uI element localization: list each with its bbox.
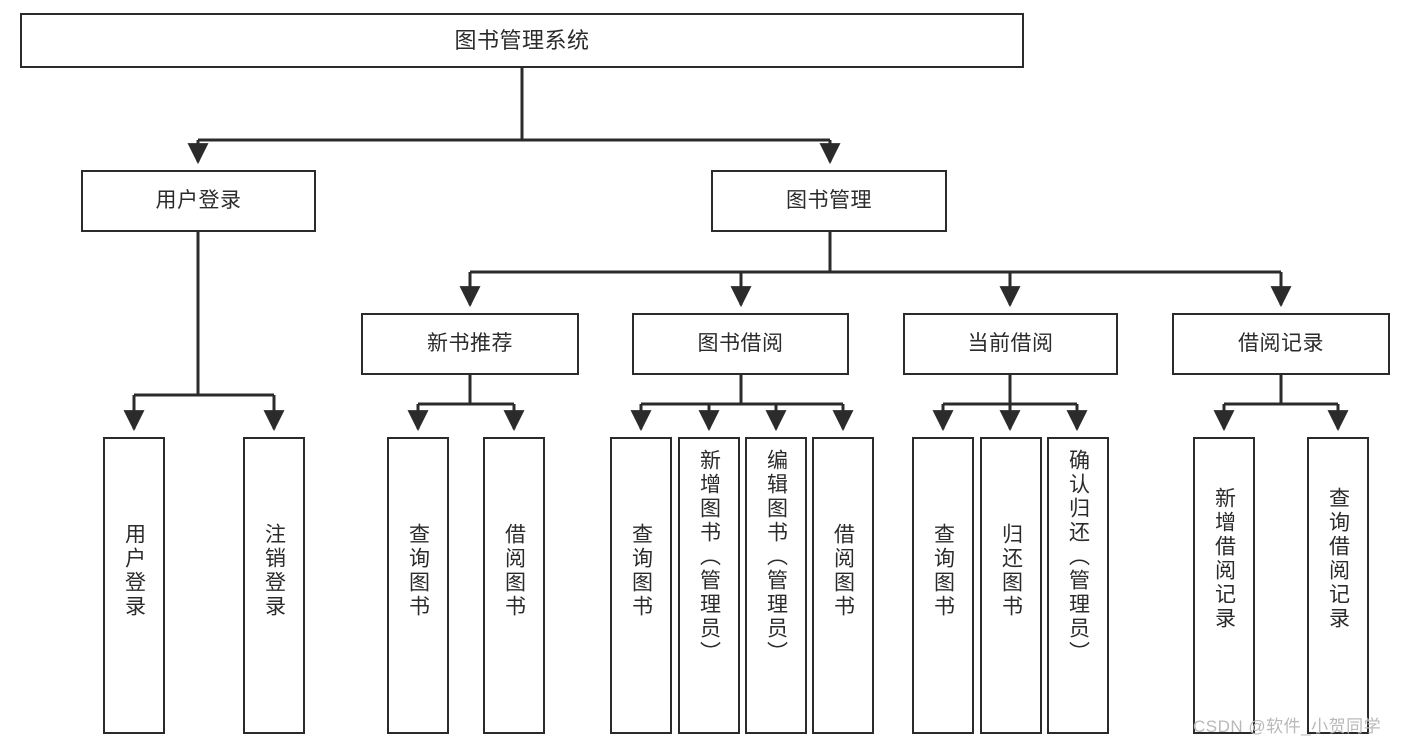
node-label: 图书借阅 [697,331,784,355]
node-book-management[interactable]: 图书管理 [711,170,947,232]
csdn-watermark: CSDN @软件_小贺同学 [1193,717,1382,736]
node-label: 确认归还（管理员） [1066,449,1090,665]
node-current-borrow[interactable]: 当前借阅 [903,313,1118,375]
leaf-user-login-login[interactable]: 用户登录 [103,437,165,734]
node-label: 查询图书 [629,523,653,619]
node-book-borrow[interactable]: 图书借阅 [632,313,849,375]
node-label: 借阅图书 [502,523,526,619]
leaf-new-book-query-book[interactable]: 查询图书 [387,437,449,734]
node-label: 当前借阅 [967,331,1054,355]
node-label: 图书管理 [786,188,872,212]
node-label: 查询借阅记录 [1326,487,1350,631]
node-label: 编辑图书（管理员） [764,449,788,665]
leaf-user-login-logout[interactable]: 注销登录 [243,437,305,734]
node-label: 借阅图书 [831,523,855,619]
node-label: 查询图书 [406,523,430,619]
node-user-login[interactable]: 用户登录 [81,170,316,232]
leaf-current-borrow-confirm-return[interactable]: 确认归还（管理员） [1047,437,1109,734]
leaf-new-book-borrow-book[interactable]: 借阅图书 [483,437,545,734]
node-label: 注销登录 [262,523,286,619]
node-label: 新增借阅记录 [1212,487,1236,631]
node-root-system[interactable]: 图书管理系统 [20,13,1024,68]
node-label: 查询图书 [931,523,955,619]
leaf-current-borrow-return-book[interactable]: 归还图书 [980,437,1042,734]
node-label: 新增图书（管理员） [697,449,721,665]
node-label: 用户登录 [122,523,146,619]
node-label: 图书管理系统 [454,27,590,53]
leaf-borrow-record-add-record[interactable]: 新增借阅记录 [1193,437,1255,734]
leaf-borrow-record-query-record[interactable]: 查询借阅记录 [1307,437,1369,734]
leaf-book-borrow-borrow-book[interactable]: 借阅图书 [812,437,874,734]
node-new-book-recommend[interactable]: 新书推荐 [361,313,579,375]
node-label: 借阅记录 [1238,331,1324,355]
leaf-book-borrow-add-book[interactable]: 新增图书（管理员） [678,437,740,734]
node-label: 新书推荐 [427,331,513,355]
leaf-book-borrow-edit-book[interactable]: 编辑图书（管理员） [745,437,807,734]
node-label: 用户登录 [155,188,242,212]
node-label: 归还图书 [999,523,1023,619]
leaf-current-borrow-query-book[interactable]: 查询图书 [912,437,974,734]
node-borrow-record[interactable]: 借阅记录 [1172,313,1390,375]
leaf-book-borrow-query-book[interactable]: 查询图书 [610,437,672,734]
